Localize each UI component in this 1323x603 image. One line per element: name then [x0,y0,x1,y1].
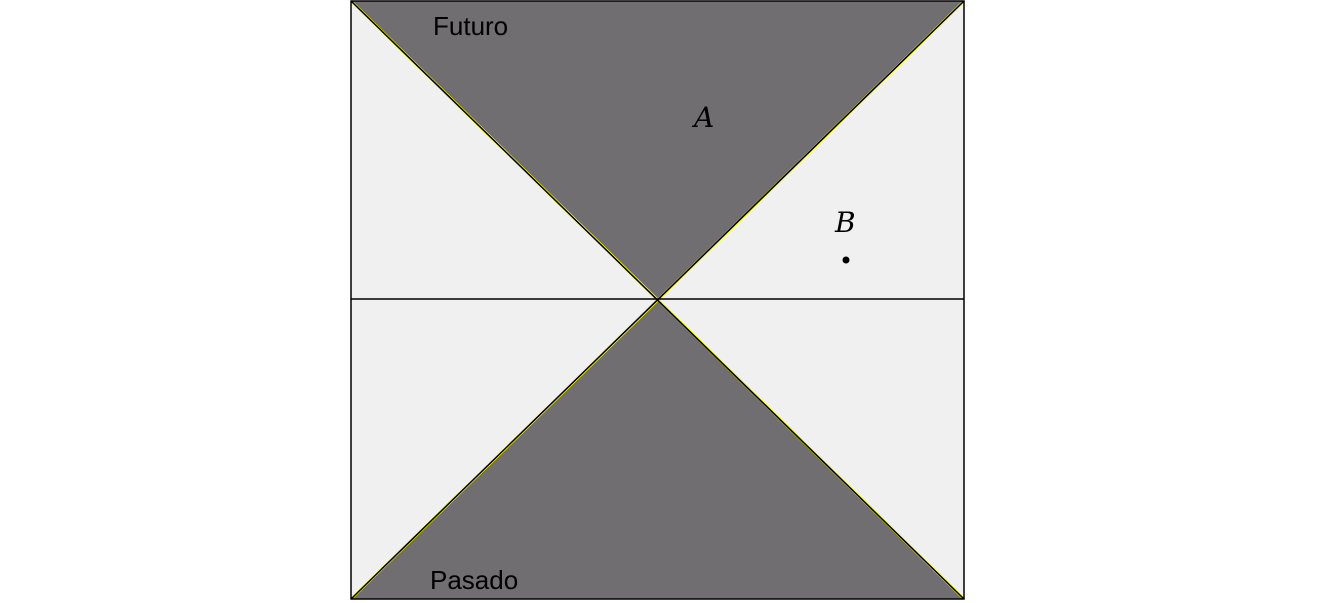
diagram-border [350,0,965,600]
future-cone [351,1,964,299]
point-a-label: A [691,101,714,134]
future-label: Futuro [433,11,508,41]
past-cone [351,299,964,599]
past-label: Pasado [430,565,518,595]
point-b-label: B [834,206,856,239]
point-b-marker [842,256,850,264]
diagonal-line-2 [350,0,965,600]
